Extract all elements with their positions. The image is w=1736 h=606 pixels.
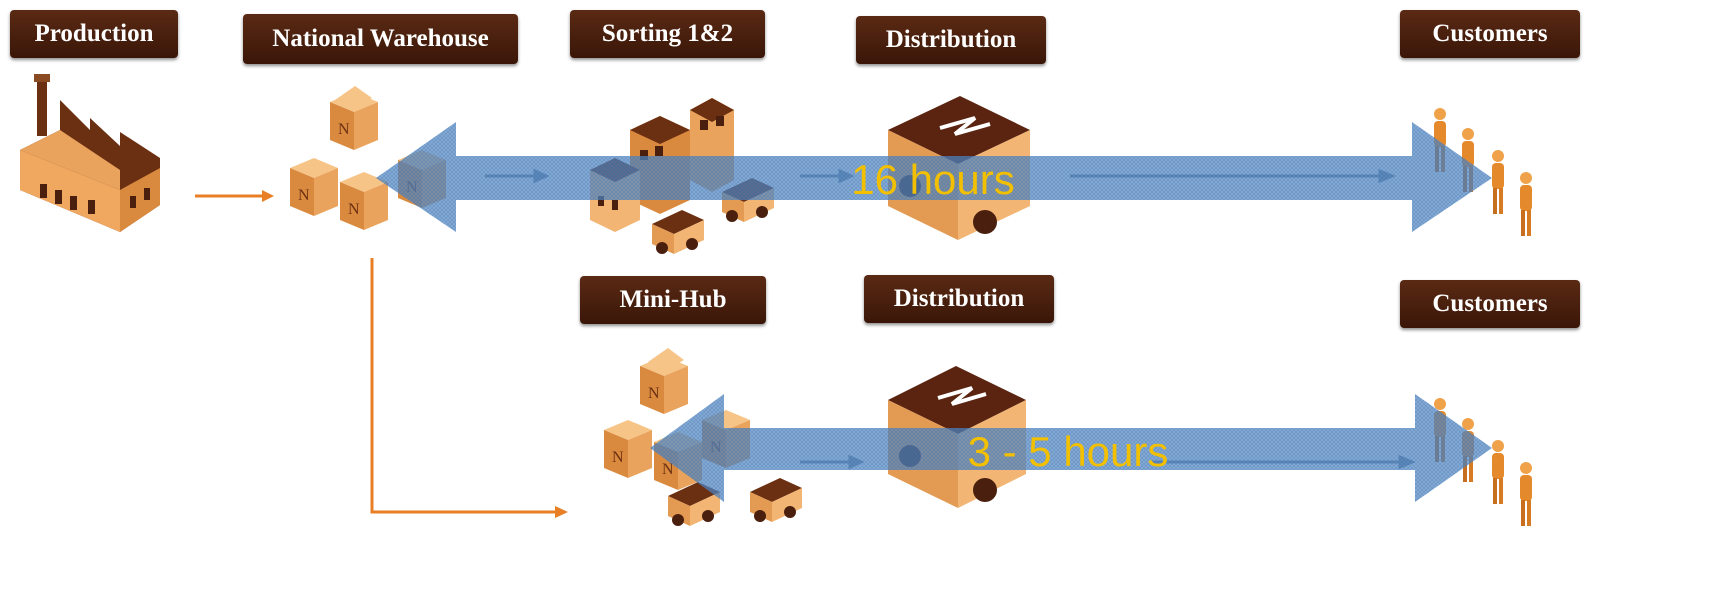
stage-label-sorting: Sorting 1&2 — [570, 10, 765, 58]
warehouse-boxes-icon — [290, 86, 446, 230]
flow-arrow-production-to-warehouse — [195, 190, 274, 202]
stage-label-production: Production — [10, 10, 178, 58]
mini-hub-boxes-icon — [604, 348, 750, 490]
factory-icon — [20, 74, 160, 232]
stage-label-mini-hub: Mini-Hub — [580, 276, 766, 324]
stage-label-distribution-top: Distribution — [856, 16, 1046, 64]
stage-label-customers-bottom: Customers — [1400, 280, 1580, 328]
duration-label-standard: 16 hours — [851, 156, 1014, 203]
duration-arrow-standard — [376, 122, 1492, 232]
stage-label-national-warehouse: National Warehouse — [243, 14, 518, 64]
flow-arrow-warehouse-to-mini-hub — [370, 258, 568, 518]
duration-label-mini-hub: 3 - 5 hours — [968, 428, 1169, 475]
van-icon — [750, 478, 802, 522]
stage-label-distribution-bottom: Distribution — [864, 275, 1054, 323]
van-icon — [652, 210, 704, 254]
stage-label-customers-top: Customers — [1400, 10, 1580, 58]
duration-arrow-mini-hub — [650, 394, 1492, 502]
